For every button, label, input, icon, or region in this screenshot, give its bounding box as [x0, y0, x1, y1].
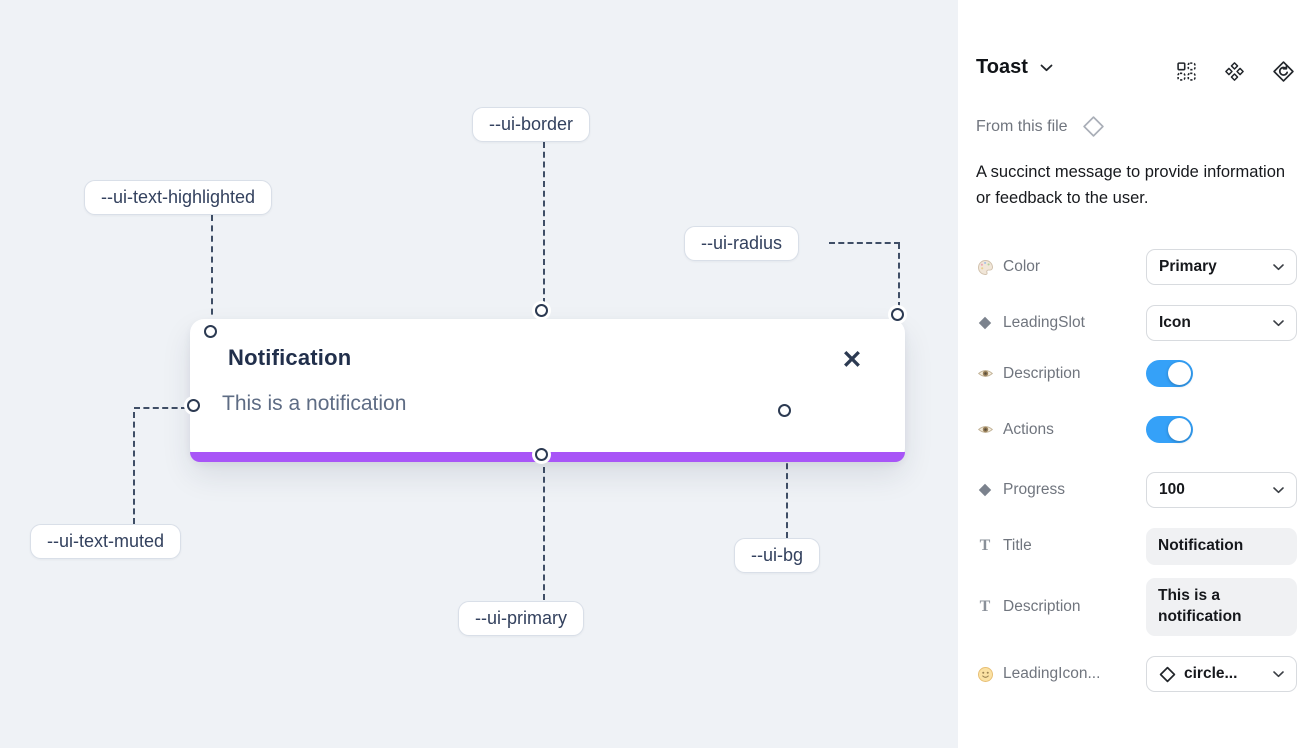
source-row: From this file	[976, 114, 1106, 139]
properties-panel: Toast	[958, 0, 1312, 748]
leading-slot-select-value: Icon	[1159, 314, 1191, 331]
instance-grid-icon[interactable]	[1176, 61, 1197, 82]
prop-label-text: Description	[1003, 364, 1081, 382]
progress-select[interactable]: 100	[1146, 472, 1297, 508]
description-field[interactable]: This is a notification	[1146, 578, 1297, 636]
connector-ui-border	[543, 142, 545, 304]
toggle-slot	[1146, 360, 1297, 387]
toggle-knob	[1168, 362, 1191, 385]
header-actions	[1176, 60, 1295, 83]
connector-ui-radius-v	[898, 243, 900, 308]
prop-label-color: Color	[976, 258, 1040, 276]
prop-label-leading-slot: LeadingSlot	[976, 314, 1085, 332]
prop-row-description-text: T Description This is a notification	[976, 578, 1297, 636]
close-icon[interactable]: ✕	[841, 346, 863, 374]
description-toggle[interactable]	[1146, 360, 1193, 387]
pill-ui-bg[interactable]: --ui-bg	[734, 538, 821, 573]
prop-label-description-text: T Description	[976, 598, 1081, 616]
color-select[interactable]: Primary	[1146, 249, 1297, 285]
eye-icon	[976, 421, 994, 438]
chevron-down-icon	[1273, 670, 1284, 678]
prop-label-text: LeadingIcon...	[1003, 665, 1101, 682]
anchor-ui-text-highlighted	[204, 325, 217, 338]
anchor-ui-border	[535, 304, 548, 317]
diamond-icon	[976, 316, 994, 330]
color-select-value: Primary	[1159, 258, 1217, 275]
prop-label-title: T Title	[976, 537, 1032, 555]
pill-ui-border[interactable]: --ui-border	[472, 107, 591, 142]
text-type-icon: T	[979, 537, 991, 555]
toast-description: This is a notification	[222, 392, 407, 415]
preview-canvas: Notification This is a notification ✕ --…	[0, 0, 958, 748]
diamond-outline-icon	[1159, 666, 1176, 683]
toggle-slot	[1146, 416, 1297, 443]
prop-row-title: T Title Notification	[976, 528, 1297, 565]
toast-component: Notification This is a notification ✕	[190, 319, 905, 462]
anchor-ui-radius	[891, 308, 904, 321]
swap-instance-icon[interactable]	[1272, 60, 1295, 83]
connector-ui-bg	[786, 424, 788, 538]
prop-label-leading-icon: LeadingIcon...	[976, 665, 1100, 683]
leading-icon-select-value: circle...	[1184, 665, 1238, 682]
prop-row-actions-toggle: Actions	[976, 416, 1297, 443]
title-field[interactable]: Notification	[1146, 528, 1297, 565]
prop-label-description-toggle: Description	[976, 365, 1081, 383]
component-name: Toast	[976, 56, 1028, 78]
pill-ui-text-highlighted[interactable]: --ui-text-highlighted	[84, 180, 273, 215]
prop-label-text: Description	[1003, 597, 1081, 615]
anchor-ui-bg	[778, 404, 791, 417]
chevron-down-icon	[1040, 64, 1053, 72]
chevron-down-icon	[1273, 486, 1284, 494]
palette-icon	[976, 259, 994, 276]
component-description: A succinct message to provide informatio…	[976, 163, 1286, 207]
toggle-knob	[1168, 418, 1191, 441]
prop-label-progress: Progress	[976, 481, 1065, 499]
components-icon[interactable]	[1224, 61, 1245, 82]
pill-ui-radius[interactable]: --ui-radius	[684, 226, 800, 261]
prop-label-text: Progress	[1003, 481, 1066, 498]
pill-ui-text-muted[interactable]: --ui-text-muted	[30, 524, 182, 559]
leading-icon-select[interactable]: circle...	[1146, 656, 1297, 692]
prop-row-description-toggle: Description	[976, 360, 1297, 387]
leading-slot-select[interactable]: Icon	[1146, 305, 1297, 341]
chevron-down-icon	[1273, 319, 1284, 327]
prop-row-leading-icon: LeadingIcon... circle...	[976, 656, 1297, 692]
toast-title: Notification	[228, 345, 352, 370]
progress-select-value: 100	[1159, 481, 1185, 498]
connector-ui-primary	[543, 467, 545, 600]
smiley-icon	[976, 666, 994, 683]
connector-ui-text-highlighted	[211, 215, 213, 325]
chevron-down-icon	[1273, 263, 1284, 271]
prop-label-text: LeadingSlot	[1003, 314, 1085, 331]
eye-icon	[976, 365, 994, 382]
prop-label-text: Title	[1003, 537, 1032, 555]
text-type-icon: T	[979, 597, 991, 615]
prop-label-text: Color	[1003, 258, 1041, 275]
connector-ui-text-muted-v	[133, 412, 135, 524]
connector-ui-text-muted-h	[134, 407, 187, 409]
prop-row-progress: Progress 100	[976, 472, 1297, 508]
pill-ui-primary[interactable]: --ui-primary	[458, 601, 584, 636]
actions-toggle[interactable]	[1146, 416, 1193, 443]
component-header[interactable]: Toast	[976, 56, 1053, 79]
prop-label-text: Actions	[1003, 420, 1054, 438]
diamond-icon	[976, 483, 994, 497]
prop-label-actions-toggle: Actions	[976, 421, 1054, 439]
connector-ui-radius-h	[829, 242, 900, 244]
component-diamond-icon	[1081, 114, 1106, 139]
source-label: From this file	[976, 117, 1068, 135]
prop-row-color: Color Primary	[976, 249, 1297, 285]
anchor-ui-primary	[535, 448, 548, 461]
prop-row-leading-slot: LeadingSlot Icon	[976, 305, 1297, 341]
anchor-ui-text-muted	[187, 399, 200, 412]
